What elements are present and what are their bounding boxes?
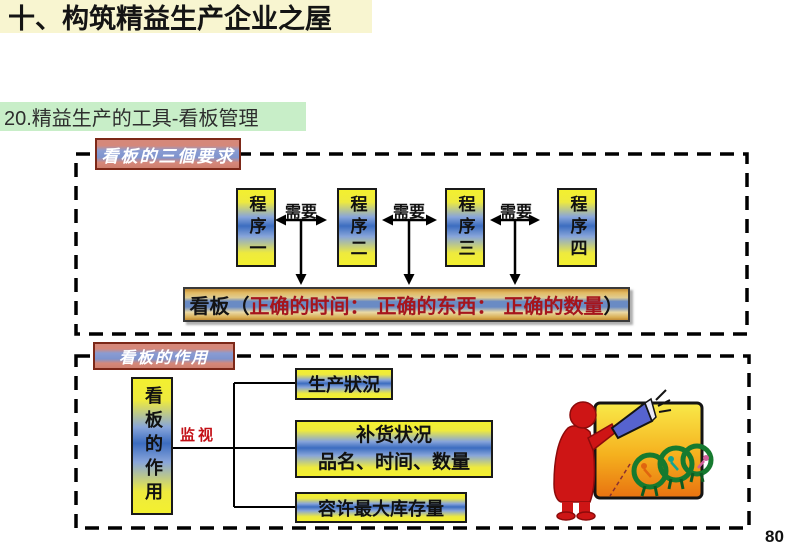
process-box-4: 程序四 xyxy=(557,188,597,267)
monitor-label: 监视 xyxy=(180,426,217,444)
process-box-2: 程序二 xyxy=(337,188,377,267)
kanban-role-box-text: 看板的作用 xyxy=(142,386,163,506)
megaphone-announcer-clipart xyxy=(553,389,714,521)
subtitle-band: 20.精益生产的工具-看板管理 xyxy=(0,102,306,131)
function-box-1-text: 生产狀況 xyxy=(308,375,380,396)
kanban-bar: 看板（ 正确的时间： 正确的东西： 正确的数量 ） xyxy=(183,287,630,322)
function-box-production-status: 生产狀況 xyxy=(295,368,393,400)
need-arrow-1 xyxy=(275,214,327,285)
function-box-2-line2: 品名、时间、数量 xyxy=(317,451,470,473)
need-arrow-3 xyxy=(490,214,540,285)
need-label-2: 需要 xyxy=(392,202,425,221)
process-box-4-text: 程序四 xyxy=(566,194,587,261)
function-box-max-inventory: 容许最大库存量 xyxy=(295,492,467,523)
process-box-1-text: 程序一 xyxy=(245,194,266,261)
need-label-3: 需要 xyxy=(499,202,532,221)
section-subtitle: 20.精益生产的工具-看板管理 xyxy=(4,108,259,130)
process-box-3-text: 程序三 xyxy=(454,194,475,261)
process-box-2-text: 程序二 xyxy=(346,194,367,261)
function-box-replenishment-status: 补货状况 品名、时间、数量 xyxy=(295,420,493,478)
requirements-label-text: 看板的三個要求 xyxy=(101,146,235,167)
page-title: 十、构筑精益生产企业之屋 xyxy=(8,4,332,34)
page-number: 80 xyxy=(765,527,784,546)
need-arrow-2 xyxy=(382,214,437,285)
process-box-1: 程序一 xyxy=(236,188,276,267)
kanban-role-box: 看板的作用 xyxy=(131,377,173,515)
function-connector-lines xyxy=(173,382,295,508)
kanban-bar-suffix: ） xyxy=(603,294,624,318)
function-box-2-line1: 补货状况 xyxy=(355,424,432,447)
title-band: 十、构筑精益生产企业之屋 xyxy=(0,0,372,34)
functions-label-text: 看板的作用 xyxy=(118,348,209,367)
requirements-section-label: 看板的三個要求 xyxy=(95,138,241,170)
functions-section-label: 看板的作用 xyxy=(93,342,235,370)
kanban-bar-highlight: 正确的时间： 正确的东西： 正确的数量 xyxy=(249,294,604,318)
function-box-3-text: 容许最大库存量 xyxy=(318,498,444,520)
need-label-1: 需要 xyxy=(284,202,317,221)
process-box-3: 程序三 xyxy=(445,188,485,267)
kanban-bar-prefix: 看板（ xyxy=(189,294,250,318)
